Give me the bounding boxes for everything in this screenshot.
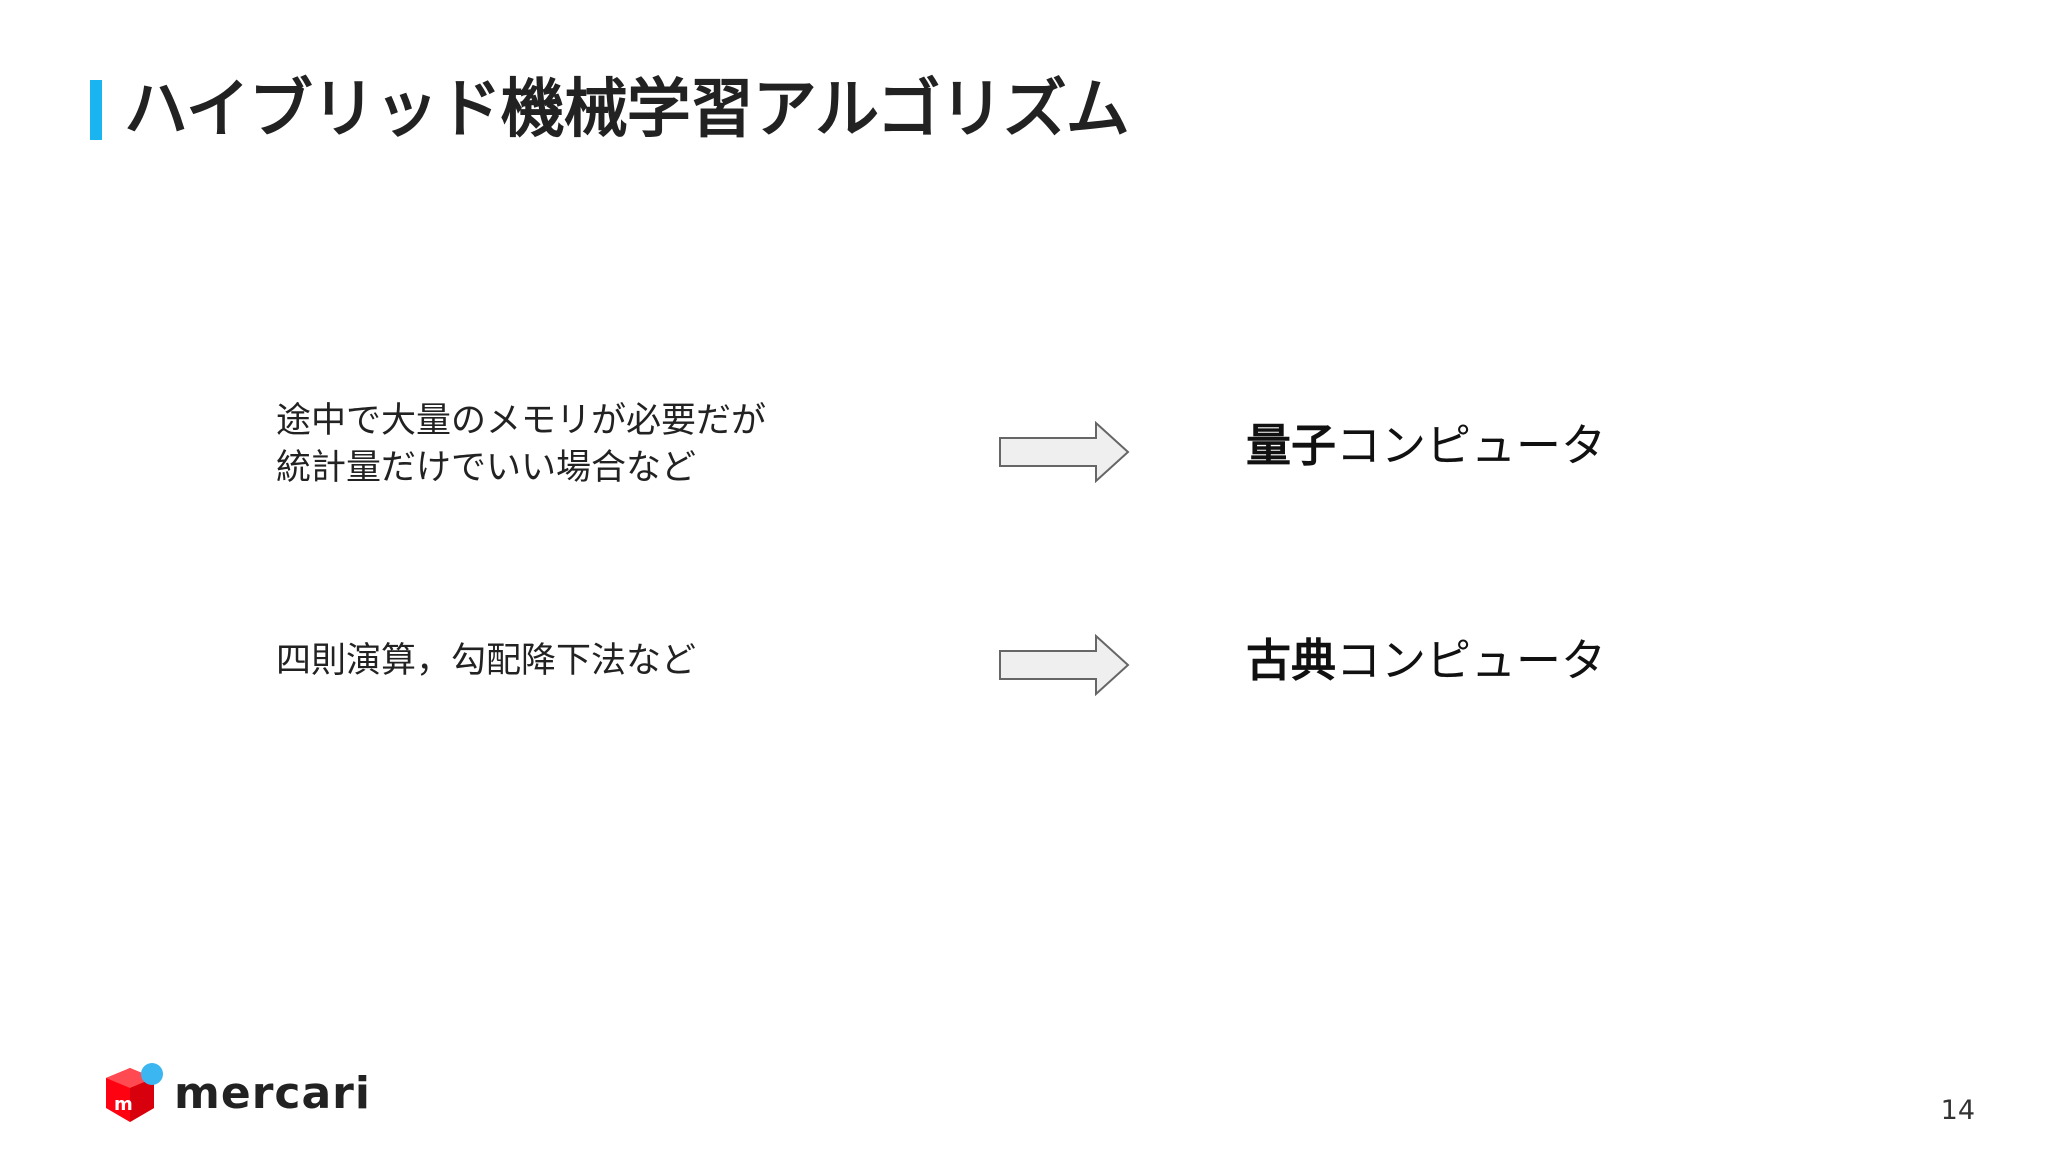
row-2-description-line-1: 四則演算，勾配降下法など <box>276 641 697 681</box>
row-1-result-suffix: コンピュータ <box>1336 419 1607 472</box>
row-2-result: 古典コンピュータ <box>1246 633 1606 689</box>
row-1-description-line-2: 統計量だけでいい場合など <box>276 448 697 488</box>
mercari-logo: m mercari <box>100 1062 371 1126</box>
row-1-result: 量子コンピュータ <box>1246 418 1606 474</box>
right-arrow-icon <box>999 421 1130 483</box>
row-2-result-emphasis: 古典 <box>1246 634 1337 687</box>
svg-text:m: m <box>114 1094 133 1115</box>
slide-title: ハイブリッド機械学習アルゴリズム <box>124 73 1130 147</box>
row-2-result-suffix: コンピュータ <box>1336 634 1607 687</box>
row-1-result-emphasis: 量子 <box>1246 419 1337 472</box>
title-accent-bar <box>90 80 102 140</box>
page-number: 14 <box>1940 1095 1975 1126</box>
mercari-box-icon: m <box>106 1063 163 1122</box>
right-arrow-icon <box>999 634 1130 696</box>
mercari-logo-text: mercari <box>174 1068 371 1119</box>
row-1-description: 途中で大量のメモリが必要だが 統計量だけでいい場合など <box>276 398 766 492</box>
row-2-description: 四則演算，勾配降下法など <box>276 638 696 685</box>
row-1-description-line-1: 途中で大量のメモリが必要だが <box>276 401 767 441</box>
